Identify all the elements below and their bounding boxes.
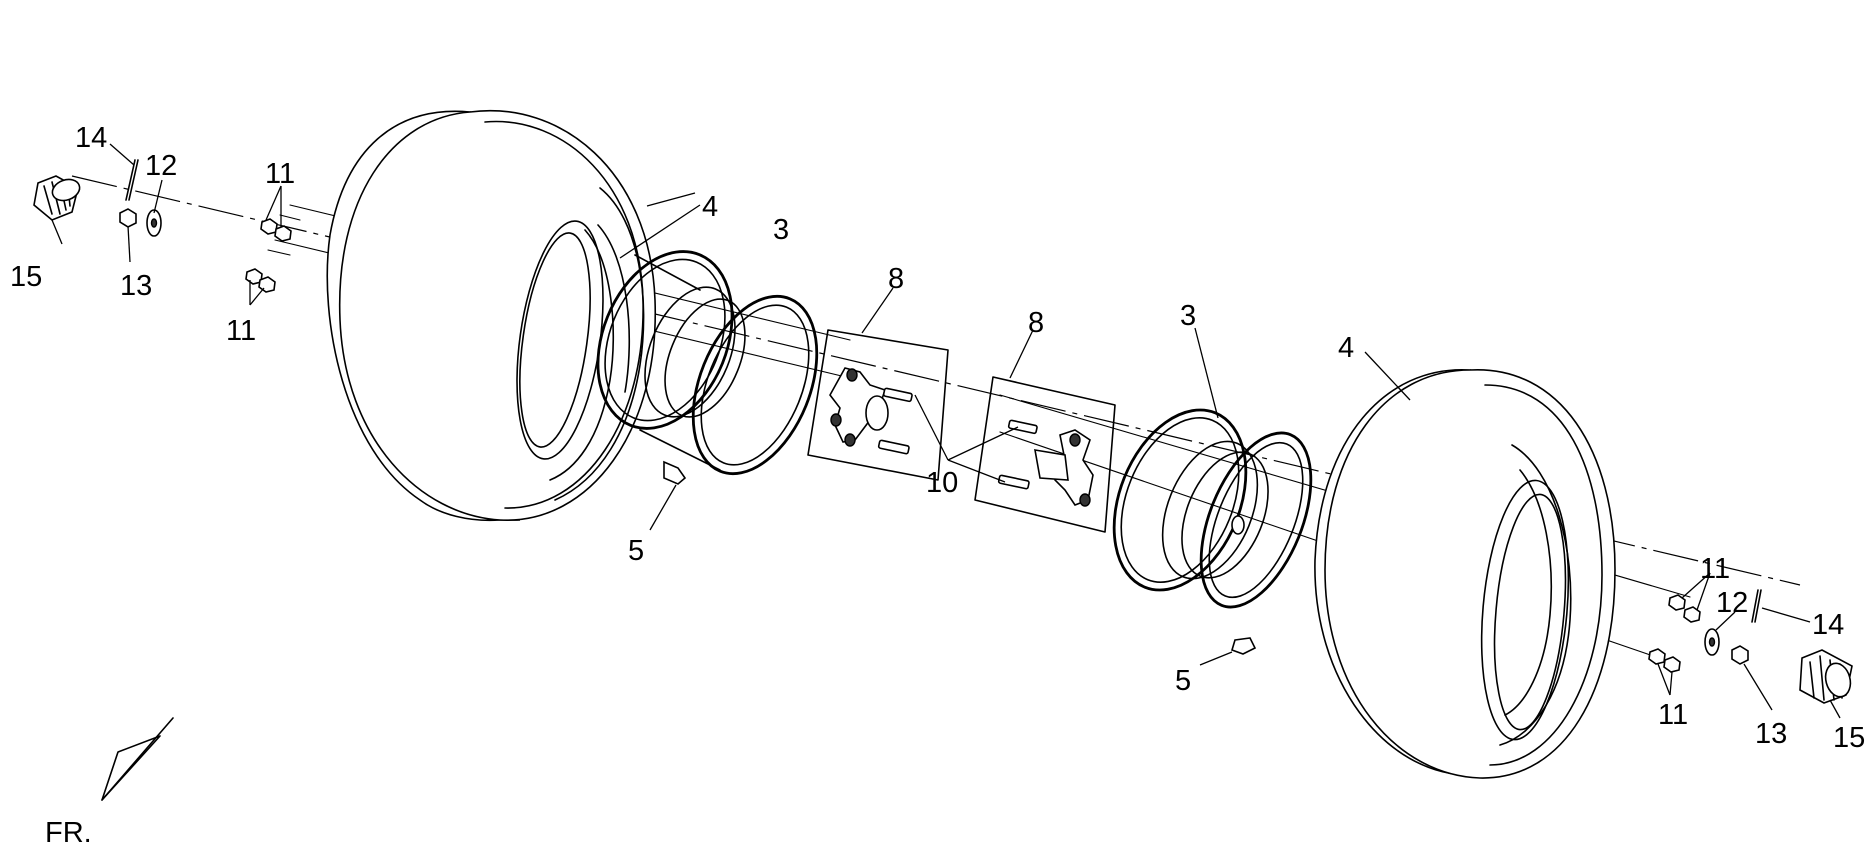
left-hub-plate — [807, 329, 949, 481]
right-rim — [1112, 408, 1313, 609]
callout-12-right: 12 — [1716, 587, 1748, 619]
callout-11-left-bottom: 11 — [226, 315, 256, 347]
callout-labels: 14 12 11 13 15 11 4 3 8 8 10 5 3 4 5 11 … — [10, 122, 1865, 845]
callout-3-left: 3 — [773, 214, 789, 246]
callout-3-right: 3 — [1180, 300, 1196, 332]
callout-14-left: 14 — [75, 122, 107, 154]
right-hub-cap — [1799, 649, 1853, 704]
left-lug-nuts — [245, 218, 292, 293]
right-hub-plate — [974, 376, 1116, 533]
left-rim — [596, 250, 819, 476]
leader-lines — [51, 143, 1841, 719]
callout-4-left: 4 — [702, 191, 718, 223]
callout-13-right: 13 — [1755, 718, 1787, 750]
left-washer — [146, 209, 162, 237]
front-direction-arrow-icon — [101, 717, 174, 801]
callout-4-right: 4 — [1338, 332, 1354, 364]
callout-15-right: 15 — [1833, 722, 1865, 754]
callout-11-right-bottom: 11 — [1658, 699, 1688, 731]
right-washer — [1704, 628, 1720, 656]
callout-11-left-top: 11 — [265, 158, 295, 190]
callout-15-left: 15 — [10, 261, 42, 293]
callout-5-left: 5 — [628, 535, 644, 567]
right-lug-nuts — [1648, 594, 1701, 673]
right-castle-nut — [1731, 645, 1749, 665]
right-tire — [1314, 369, 1616, 779]
callout-8-right: 8 — [1028, 307, 1044, 339]
left-castle-nut — [119, 208, 137, 228]
right-cotter-pin — [1751, 589, 1762, 623]
callout-8-left: 8 — [888, 263, 904, 295]
callout-10: 10 — [926, 467, 958, 499]
front-marker-label: FR. — [45, 817, 92, 845]
callout-14-right: 14 — [1812, 609, 1844, 641]
left-hub-cap — [33, 175, 81, 221]
callout-5-right: 5 — [1175, 665, 1191, 697]
callout-11-right-top: 11 — [1700, 553, 1730, 585]
left-tire — [326, 109, 656, 522]
left-cotter-pin — [125, 159, 139, 201]
left-valve-stem — [649, 460, 687, 531]
callout-13-left: 13 — [120, 270, 152, 302]
callout-12-left: 12 — [145, 150, 177, 182]
right-valve-stem — [1199, 637, 1257, 666]
